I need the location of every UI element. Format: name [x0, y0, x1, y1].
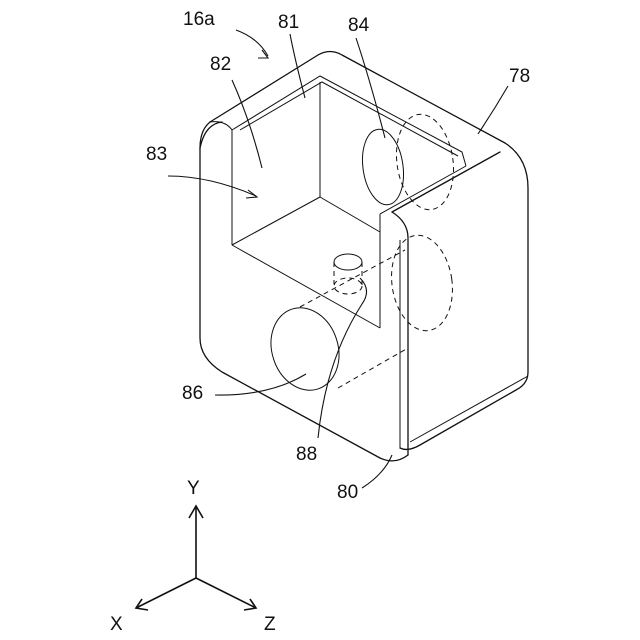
recess-floor-front — [232, 245, 380, 328]
label-84: 84 — [348, 15, 370, 36]
label-86: 86 — [182, 383, 203, 404]
leader-78 — [478, 86, 508, 134]
label-81: 81 — [278, 12, 299, 33]
left-wall-rim-outer — [200, 122, 222, 148]
recess-rim — [232, 76, 466, 166]
coordinate-axes: Y X Z — [110, 478, 276, 635]
bore-86-axis-lines — [300, 250, 408, 388]
hole-88-top — [334, 254, 362, 270]
label-16a: 16a — [183, 9, 215, 30]
hidden-features — [261, 111, 460, 400]
axis-z-line — [196, 578, 256, 608]
leader-84 — [356, 38, 385, 138]
front-face-outline — [200, 122, 408, 461]
hole-88-sides — [334, 262, 362, 288]
recess-rim-inner — [240, 82, 458, 156]
axis-x-label: X — [110, 614, 123, 635]
near-wall-top — [392, 152, 500, 212]
axis-y-label: Y — [187, 478, 200, 499]
hole-84-front — [358, 127, 408, 208]
near-wall-top-inner — [380, 166, 466, 214]
recess-floor-right — [320, 197, 380, 232]
label-78: 78 — [509, 66, 530, 87]
label-83: 83 — [146, 144, 167, 165]
leader-83 — [168, 176, 256, 196]
label-88: 88 — [296, 444, 317, 465]
top-back-edge — [210, 52, 505, 144]
leader-81 — [290, 34, 305, 98]
label-80: 80 — [337, 482, 358, 503]
axis-z-label: Z — [264, 614, 276, 635]
hidden-hole-upper — [391, 111, 460, 214]
axis-x-line — [136, 578, 196, 608]
recess — [232, 76, 466, 328]
leader-88 — [318, 278, 367, 438]
leader-lines — [168, 30, 508, 488]
hidden-hole-lower — [386, 231, 459, 334]
right-face-outline — [400, 143, 528, 449]
block-body — [200, 52, 528, 461]
bore-86-opening — [261, 299, 350, 399]
recess-floor-left — [232, 197, 320, 245]
label-82: 82 — [210, 54, 231, 75]
bottom-right-edge — [410, 376, 528, 442]
